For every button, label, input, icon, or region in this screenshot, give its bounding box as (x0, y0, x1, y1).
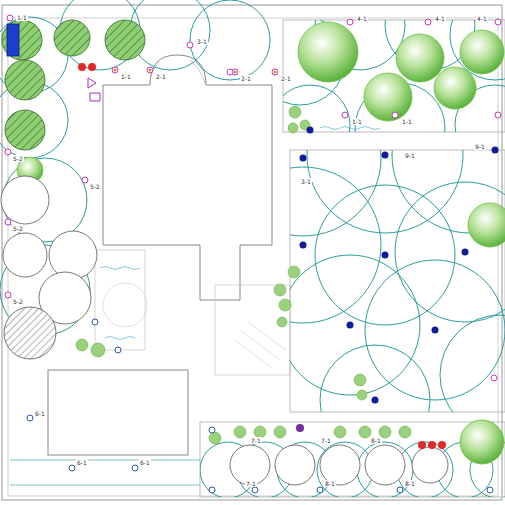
zone-label: 1-1 (120, 73, 132, 80)
zone-label: 4-1 (434, 15, 446, 22)
zone-label: 2-1 (240, 75, 252, 82)
zone-label: 8-1 (370, 437, 382, 444)
zone-label: 9-1 (474, 143, 486, 150)
zone-label: 5-2 (12, 155, 24, 162)
zone-label: 8-1 (324, 480, 336, 487)
zone-label: 2-1 (280, 75, 292, 82)
zone-label: 6-1 (34, 410, 46, 417)
zone-label: 3-1 (300, 178, 312, 185)
zone-label: 9-1 (404, 152, 416, 159)
zone-label: 4-1 (476, 15, 488, 22)
zone-label: 5-2 (12, 298, 24, 305)
zone-label: 7-1 (320, 437, 332, 444)
zone-label: 2-1 (155, 73, 167, 80)
zone-label: 5-2 (12, 225, 24, 232)
zone-label: 1-1 (401, 118, 413, 125)
zone-label: 1-1 (16, 14, 28, 21)
zone-label: 6-1 (139, 459, 151, 466)
zone-label: 4-1 (356, 15, 368, 22)
zone-label: 7-1 (250, 437, 262, 444)
zone-label: 1-1 (351, 118, 363, 125)
zone-label: 5-2 (89, 183, 101, 190)
zone-label: 6-1 (76, 459, 88, 466)
zone-label: 3-1 (196, 38, 208, 45)
zone-label: 7-1 (245, 480, 257, 487)
zone-label: 8-1 (404, 480, 416, 487)
